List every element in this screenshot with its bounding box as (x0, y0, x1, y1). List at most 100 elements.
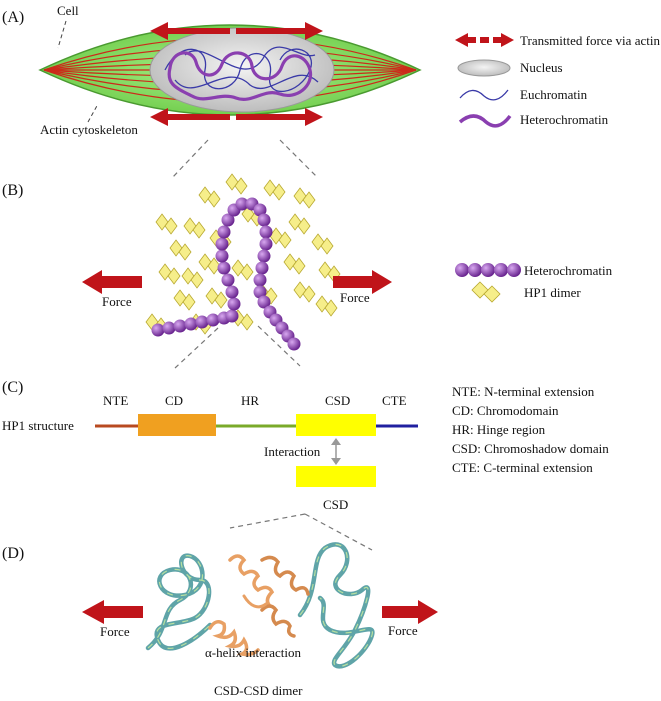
heterochromatin-bead (221, 273, 235, 287)
zoom-line-c-left (229, 513, 306, 529)
legend-euchromatin-label: Euchromatin (520, 87, 588, 102)
heterochromatin-bead (195, 315, 209, 329)
hp1-dimer (263, 179, 286, 201)
hp1-dimer (293, 281, 316, 303)
hp1-dimer (173, 289, 196, 311)
panel-a: (A) Cell Actin cytoskeleton Transmitt (2, 3, 660, 179)
legend-c-csd: CSD: Chromoshadow domain (452, 441, 609, 456)
cd-box (138, 414, 216, 436)
domain-label-cte: CTE (382, 393, 407, 408)
legend-bead-chain-icon (455, 263, 521, 277)
domain-label-cd: CD (165, 393, 183, 408)
domain-label-hr: HR (241, 393, 259, 408)
heterochromatin-bead (217, 225, 231, 239)
interaction-arrow (331, 438, 341, 465)
hp1-dimer (288, 213, 311, 235)
force-d-right-label: Force (388, 623, 418, 638)
heterochromatin-bead (215, 237, 229, 251)
chromatin-tangle (164, 46, 319, 101)
legend-heterochromatin-icon (458, 114, 512, 128)
heterochromatin-bead (253, 285, 267, 299)
force-arrow-b-right (333, 270, 392, 294)
hp1-dimer (181, 267, 204, 289)
legend-c: NTE: N-terminal extension (452, 384, 595, 399)
zoom-line-c-right (304, 513, 373, 551)
legend-b: Heterochromatin HP1 dimer (455, 263, 613, 303)
hp1-dimer (231, 259, 254, 281)
hp1-dimer (293, 187, 316, 209)
hp1-dimer (205, 287, 228, 309)
force-d-left-label: Force (100, 624, 130, 639)
csd-csd-dimer-ribbon (145, 542, 375, 669)
heterochromatin-bead (151, 323, 165, 337)
cell-pointer (57, 20, 67, 49)
force-arrow-top (150, 22, 323, 40)
zoom-line-b-left (174, 327, 219, 369)
panel-c: (C) NTE CD HR CSD CTE HP1 structure Inte… (2, 379, 609, 551)
domain-label-nte: NTE (103, 393, 128, 408)
legend-nucleus-icon (457, 59, 511, 77)
legend-euchromatin-icon (459, 89, 509, 101)
heterochromatin-bead (253, 203, 267, 217)
heterochromatin-bead (227, 297, 241, 311)
legend-a: Transmitted force via actin Nucleus Euch… (455, 33, 660, 128)
heterochromatin-bead (257, 213, 271, 227)
hp1-dimer (169, 239, 192, 261)
heterochromatin-bead (257, 249, 271, 263)
helix-interaction-label: α-helix interaction (205, 645, 301, 660)
heterochromatin-bead (206, 313, 220, 327)
legend-force-arrow-icon (455, 33, 514, 47)
force-arrow-b-left (82, 270, 142, 294)
hp1-dimer (158, 263, 181, 285)
legend-heterochromatin-label: Heterochromatin (520, 112, 609, 127)
hp1-dimer (269, 227, 292, 249)
heterochromatin-bead (184, 317, 198, 331)
domain-label-csd: CSD (325, 393, 350, 408)
heterochromatin-bead (162, 321, 176, 335)
heterochromatin-bead (225, 285, 239, 299)
hp1-structure-label: HP1 structure (2, 418, 74, 433)
hp1-dimer (283, 253, 306, 275)
legend-hp1-icon (471, 281, 501, 303)
interaction-label: Interaction (264, 444, 321, 459)
panel-b-letter: (B) (2, 182, 23, 199)
hp1-dimer (311, 233, 334, 255)
heterochromatin-bead (225, 309, 239, 323)
heterochromatin-bead (173, 319, 187, 333)
hp1-dimer (198, 186, 221, 208)
panel-a-letter: (A) (2, 9, 24, 26)
heterochromatin-bead (253, 273, 267, 287)
dimer-caption: CSD-CSD dimer (214, 683, 303, 698)
panel-d: (D) Force Force α-helix interaction CSD-… (2, 542, 438, 698)
panel-d-letter: (D) (2, 545, 24, 562)
cell-label: Cell (57, 3, 79, 18)
panel-b: (B) Force Force Heterochromatin (2, 173, 613, 369)
heterochromatin-bead (235, 197, 249, 211)
heterochromatin-bead (215, 249, 229, 263)
legend-c-nte: NTE: N-terminal extension (452, 384, 595, 399)
actin-label: Actin cytoskeleton (40, 122, 138, 137)
actin-pointer (87, 103, 99, 123)
heterochromatin-bead (255, 261, 269, 275)
heterochromatin-bead (287, 337, 301, 351)
hp1-dimer (198, 253, 221, 275)
panel-c-letter: (C) (2, 379, 23, 396)
legend-nucleus-label: Nucleus (520, 60, 563, 75)
hp1-dimer (315, 295, 338, 317)
heterochromatin-bead (257, 295, 271, 309)
heterochromatin-bead (221, 213, 235, 227)
force-arrow-d-left (82, 600, 143, 624)
legend-c-cte: CTE: C-terminal extension (452, 460, 593, 475)
force-b-left-label: Force (102, 294, 132, 309)
heterochromatin-bead (259, 225, 273, 239)
legend-c-cd: CD: Chromodomain (452, 403, 559, 418)
legend-force-label: Transmitted force via actin (520, 33, 660, 48)
csd-partner-box (296, 466, 376, 487)
hp1-dimer (183, 217, 206, 239)
heterochromatin-bead (217, 261, 231, 275)
legend-hp1-label: HP1 dimer (524, 285, 581, 300)
legend-c-hr: HR: Hinge region (452, 422, 546, 437)
legend-b-heterochromatin-label: Heterochromatin (524, 263, 613, 278)
csd-box (296, 414, 376, 436)
zoom-line-b-right (257, 325, 301, 367)
